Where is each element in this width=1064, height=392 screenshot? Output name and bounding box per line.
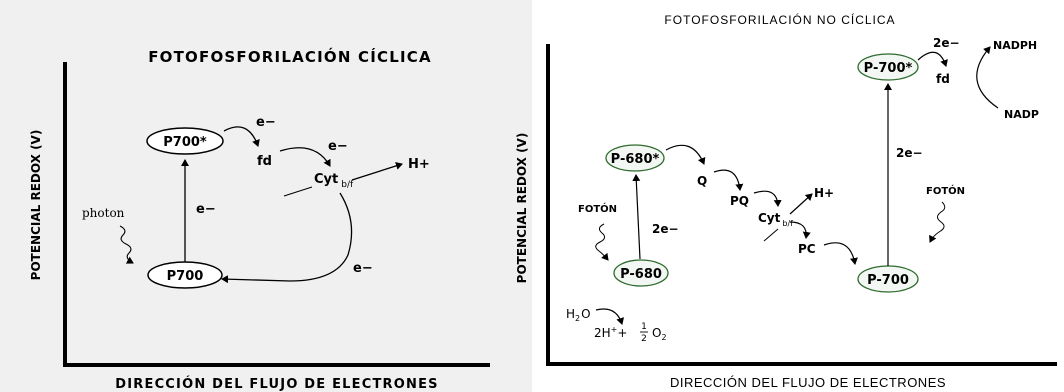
p680star-to-q-arrow xyxy=(665,144,706,165)
fd-to-cyt-arrow xyxy=(279,147,331,167)
cyclic-x-axis-label: DIRECCIÓN DEL FLUJO DE ELECTRONES xyxy=(115,376,438,392)
photon-label: photon xyxy=(82,206,125,220)
noncyclic-title: FOTOFOSFORILACIÓN NO CÍCLICA xyxy=(664,12,895,27)
cyt-to-pc-arrow xyxy=(789,221,811,239)
p700star-to-fd-arrow xyxy=(223,126,260,147)
noncyclic-y-axis-label: POTENCIAL REDOX (V) xyxy=(515,133,529,284)
photon-wave-icon xyxy=(119,225,134,264)
nadph-label: NADPH xyxy=(993,39,1037,52)
h-plus-arrow xyxy=(789,193,813,215)
fd-label: fd xyxy=(257,154,272,169)
foton-left-wave-icon xyxy=(595,223,609,261)
pc-to-p700-arrow xyxy=(823,242,858,265)
products-2h: 2H++ xyxy=(594,325,627,340)
frac-denominator: 2 xyxy=(641,334,647,344)
cyt-tick xyxy=(763,228,779,242)
pc-label: PC xyxy=(798,242,816,256)
psii-excitation-arrow xyxy=(632,174,641,260)
fd-label: fd xyxy=(936,72,950,86)
q-label: Q xyxy=(697,174,707,188)
h-plus-label: H+ xyxy=(408,157,430,172)
p680-label: P-680 xyxy=(620,267,662,282)
h-plus-label: H+ xyxy=(814,186,834,200)
p700-star-node xyxy=(146,127,224,155)
cyclic-y-axis-label: POTENCIAL REDOX (V) xyxy=(29,130,43,281)
h-plus-arrow xyxy=(351,162,403,181)
p680-node xyxy=(613,259,669,287)
p680-star-label: P-680* xyxy=(611,152,660,167)
noncyclic-diagram-panel: FOTOFOSFORILACIÓN NO CÍCLICA POTENCIAL R… xyxy=(515,0,1064,392)
noncyclic-diagram: FOTOFOSFORILACIÓN NO CÍCLICA POTENCIAL R… xyxy=(515,12,1057,390)
noncyclic-x-axis-label: DIRECCIÓN DEL FLUJO DE ELECTRONES xyxy=(670,375,946,390)
e-return-label: e− xyxy=(353,261,373,276)
p700-label: P700 xyxy=(167,269,204,284)
p700-label: P-700 xyxy=(867,273,909,288)
p700-star-node xyxy=(857,53,919,81)
two-e-top-label: 2e− xyxy=(933,36,960,50)
foton-right-label: FOTÓN xyxy=(926,184,965,197)
water-split-arrow xyxy=(595,308,625,325)
p680-star-node xyxy=(605,144,665,172)
return-electron-arrow xyxy=(221,192,353,284)
p700star-to-fd-arrow xyxy=(917,51,948,67)
p700-star-label: P700* xyxy=(163,135,207,150)
frac-numerator: 1 xyxy=(641,322,647,332)
product-o2: O2 xyxy=(652,326,667,342)
foton-left-label: FOTÓN xyxy=(578,202,617,215)
cyclic-diagram: FOTOFOSFORILACIÓN CÍCLICA POTENCIAL REDO… xyxy=(29,47,490,392)
two-e-left-label: 2e− xyxy=(652,222,679,236)
pq-label: PQ xyxy=(730,194,749,208)
e-vertical-label: e− xyxy=(196,202,216,217)
nadp-to-nadph-arrow xyxy=(976,46,999,109)
e-top1-label: e− xyxy=(256,115,276,130)
foton-right-wave-icon xyxy=(929,201,946,243)
pq-to-cyt-arrow xyxy=(753,190,782,207)
cyclic-diagram-panel: FOTOFOSFORILACIÓN CÍCLICA POTENCIAL REDO… xyxy=(0,0,532,392)
two-e-right-label: 2e− xyxy=(896,146,923,160)
h2o-label: H2O xyxy=(566,307,591,323)
q-to-pq-arrow xyxy=(713,169,744,191)
cyt-tick xyxy=(283,186,313,197)
e-top2-label: e− xyxy=(328,139,348,154)
p700-star-label: P-700* xyxy=(864,61,913,76)
nadp-label: NADP xyxy=(1004,108,1039,121)
cyclic-title: FOTOFOSFORILACIÓN CÍCLICA xyxy=(148,47,432,66)
